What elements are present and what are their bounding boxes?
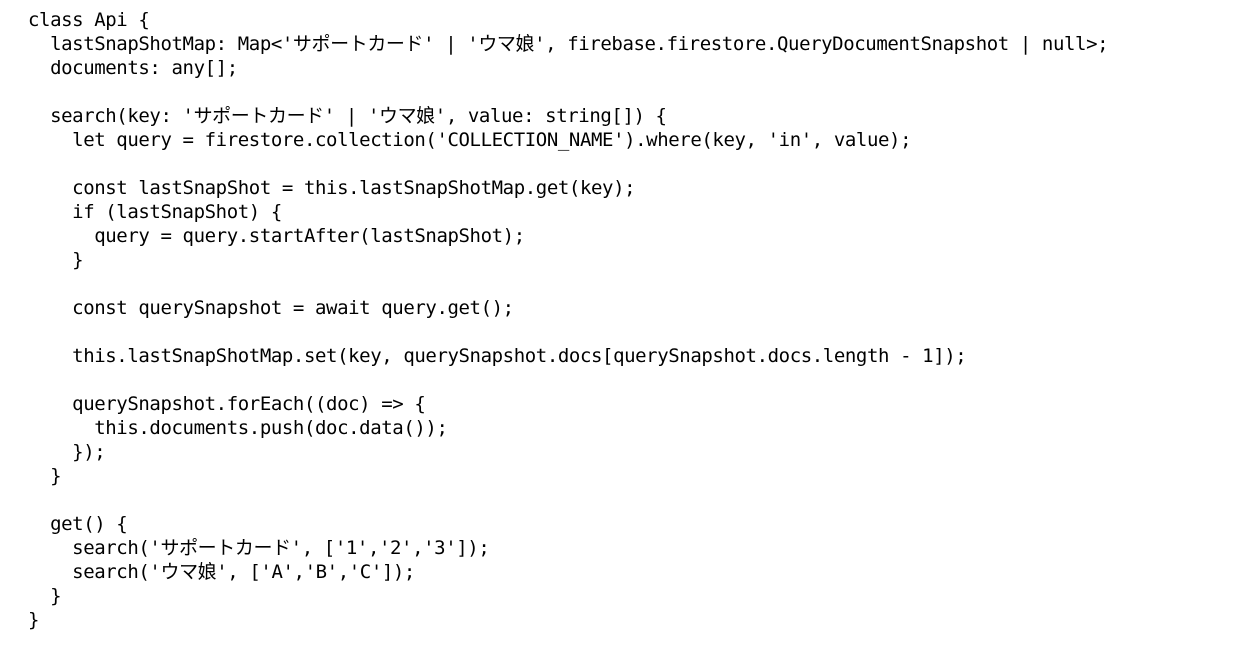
code-line: querySnapshot.forEach((doc) => { [28, 393, 426, 415]
code-line: search('ウマ娘', ['A','B','C']); [28, 561, 415, 583]
code-line: } [28, 465, 62, 487]
code-line: documents: any[]; [28, 57, 238, 79]
code-line: let query = firestore.collection('COLLEC… [28, 129, 912, 151]
code-line: lastSnapShotMap: Map<'サポートカード' | 'ウマ娘', … [28, 33, 1109, 55]
code-line: search(key: 'サポートカード' | 'ウマ娘', value: st… [28, 105, 667, 127]
code-line [28, 152, 1108, 176]
code-line: this.documents.push(doc.data()); [28, 417, 448, 439]
code-line: search('サポートカード', ['1','2','3']); [28, 537, 490, 559]
code-block: class Api { lastSnapShotMap: Map<'サポートカー… [28, 8, 1109, 632]
code-line: } [28, 585, 62, 607]
code-line: } [28, 609, 40, 631]
code-line: get() { [28, 513, 128, 535]
code-line [28, 80, 1108, 104]
code-line: }); [28, 441, 106, 463]
code-line: if (lastSnapShot) { [28, 201, 282, 223]
code-line: } [28, 249, 84, 271]
code-line: query = query.startAfter(lastSnapShot); [28, 225, 525, 247]
code-line: const lastSnapShot = this.lastSnapShotMa… [28, 177, 636, 199]
code-line [28, 488, 1108, 512]
code-line: class Api { [28, 9, 150, 31]
code-line: const querySnapshot = await query.get(); [28, 297, 514, 319]
code-line [28, 272, 1108, 296]
code-line [28, 320, 1108, 344]
code-line [28, 368, 1108, 392]
code-line: this.lastSnapShotMap.set(key, querySnaps… [28, 345, 967, 367]
